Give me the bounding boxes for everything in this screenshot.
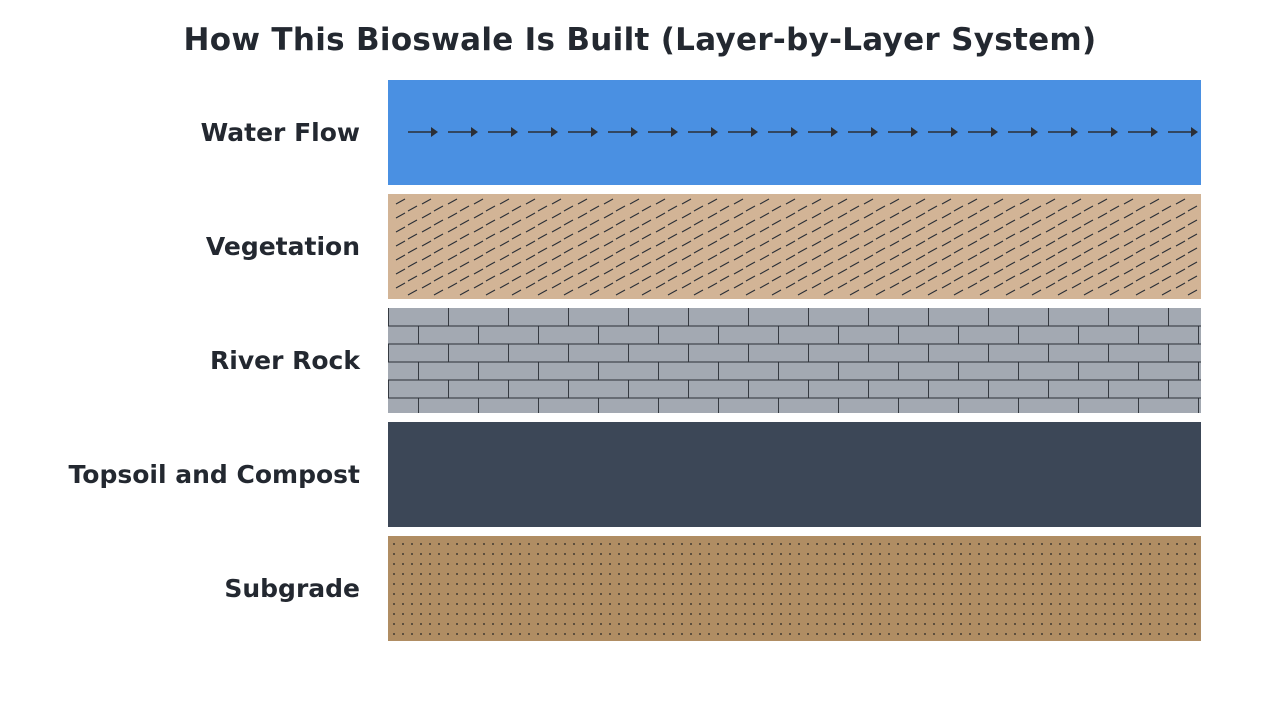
layer-topsoil-compost: Topsoil and Compost bbox=[0, 422, 1280, 527]
layer-label-topsoil-compost: Topsoil and Compost bbox=[68, 460, 360, 489]
river-rock-swatch bbox=[388, 308, 1201, 413]
diagram-title: How This Bioswale Is Built (Layer-by-Lay… bbox=[183, 22, 1097, 58]
layer-label-subgrade: Subgrade bbox=[224, 574, 360, 603]
layer-water-flow: Water Flow bbox=[0, 80, 1280, 185]
vegetation-hatch bbox=[395, 198, 1198, 296]
water-flow-swatch bbox=[388, 80, 1201, 185]
layer-subgrade: Subgrade bbox=[0, 536, 1280, 641]
subgrade-dots bbox=[393, 543, 1196, 635]
layer-vegetation: Vegetation bbox=[0, 194, 1280, 299]
topsoil-compost-swatch bbox=[388, 422, 1201, 527]
flow-arrows bbox=[408, 127, 1198, 137]
layer-label-river-rock: River Rock bbox=[210, 346, 360, 375]
layer-label-water-flow: Water Flow bbox=[200, 118, 360, 147]
river-rock-bricks bbox=[388, 308, 1201, 413]
vegetation-swatch bbox=[388, 194, 1201, 299]
subgrade-swatch bbox=[388, 536, 1201, 641]
layer-label-vegetation: Vegetation bbox=[205, 232, 360, 261]
layer-river-rock: River Rock bbox=[0, 308, 1280, 413]
